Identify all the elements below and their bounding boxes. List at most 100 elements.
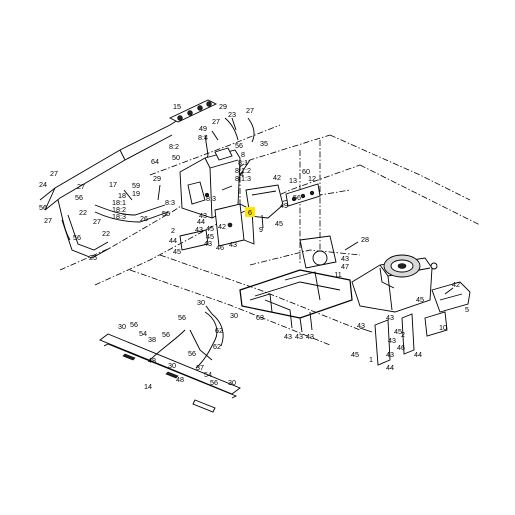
callout-27[interactable]: 27 xyxy=(93,217,101,226)
callout-29[interactable]: 29 xyxy=(153,174,161,183)
callout-18:3[interactable]: 18:3 xyxy=(112,212,126,221)
callout-43[interactable]: 43 xyxy=(204,239,212,248)
callout-47[interactable]: 47 xyxy=(341,262,349,271)
callout-29[interactable]: 29 xyxy=(219,102,227,111)
callout-54[interactable]: 54 xyxy=(204,370,212,379)
callout-8[interactable]: 8 xyxy=(241,150,245,159)
callout-44[interactable]: 44 xyxy=(169,236,177,245)
callout-15[interactable]: 15 xyxy=(173,102,181,111)
callout-56[interactable]: 56 xyxy=(39,203,47,212)
callout-56[interactable]: 56 xyxy=(73,233,81,242)
callout-42[interactable]: 42 xyxy=(218,222,226,231)
callout-30[interactable]: 30 xyxy=(197,298,205,307)
callout-14[interactable]: 14 xyxy=(144,382,152,391)
callout-30[interactable]: 30 xyxy=(230,311,238,320)
callout-56[interactable]: 56 xyxy=(162,209,170,218)
callout-56[interactable]: 56 xyxy=(178,313,186,322)
callout-62[interactable]: 62 xyxy=(213,342,221,351)
callout-30[interactable]: 30 xyxy=(118,322,126,331)
callout-43[interactable]: 43 xyxy=(388,336,396,345)
callout-26[interactable]: 26 xyxy=(140,214,148,223)
callout-56[interactable]: 56 xyxy=(188,349,196,358)
callout-45[interactable]: 45 xyxy=(206,224,214,233)
callout-17[interactable]: 17 xyxy=(109,180,117,189)
callout-43[interactable]: 43 xyxy=(284,332,292,341)
callout-8:1:2[interactable]: 8:1:2 xyxy=(235,166,251,175)
callout-9[interactable]: 9 xyxy=(259,225,263,234)
callout-56[interactable]: 56 xyxy=(210,378,218,387)
callout-35[interactable]: 35 xyxy=(260,139,268,148)
callout-22[interactable]: 22 xyxy=(102,229,110,238)
highlighted-callout-label[interactable]: 6 xyxy=(248,208,252,217)
callout-44[interactable]: 44 xyxy=(414,350,422,359)
callout-27[interactable]: 27 xyxy=(77,182,85,191)
callout-56[interactable]: 56 xyxy=(75,193,83,202)
callout-60[interactable]: 60 xyxy=(302,167,310,176)
callout-22[interactable]: 22 xyxy=(79,208,87,217)
callout-44[interactable]: 44 xyxy=(386,363,394,372)
callout-8:1[interactable]: 8:1 xyxy=(238,158,248,167)
callout-8:2[interactable]: 8:2 xyxy=(169,142,179,151)
callout-49[interactable]: 49 xyxy=(199,124,207,133)
callout-43[interactable]: 43 xyxy=(386,313,394,322)
callout-2[interactable]: 2 xyxy=(401,330,405,339)
callout-43[interactable]: 43 xyxy=(306,332,314,341)
callout-54[interactable]: 54 xyxy=(139,329,147,338)
callout-45[interactable]: 45 xyxy=(416,295,424,304)
callout-43[interactable]: 43 xyxy=(199,211,207,220)
callout-10[interactable]: 10 xyxy=(439,323,447,332)
callout-24[interactable]: 24 xyxy=(39,180,47,189)
callout-63[interactable]: 63 xyxy=(256,313,264,322)
callout-42[interactable]: 42 xyxy=(273,173,281,182)
callout-43[interactable]: 43 xyxy=(295,332,303,341)
callout-44[interactable]: 44 xyxy=(197,217,205,226)
callout-45[interactable]: 45 xyxy=(173,247,181,256)
callout-4[interactable]: 4 xyxy=(240,170,244,179)
callout-12[interactable]: 12 xyxy=(308,174,316,183)
callout-30[interactable]: 30 xyxy=(168,361,176,370)
callout-27[interactable]: 27 xyxy=(212,117,220,126)
callout-18[interactable]: 18 xyxy=(118,191,126,200)
callout-56[interactable]: 56 xyxy=(130,320,138,329)
callout-62[interactable]: 62 xyxy=(215,326,223,335)
callout-43[interactable]: 43 xyxy=(229,240,237,249)
callout-56[interactable]: 56 xyxy=(235,141,243,150)
callout-38[interactable]: 38 xyxy=(148,335,156,344)
callout-46[interactable]: 46 xyxy=(216,243,224,252)
callout-45[interactable]: 45 xyxy=(394,327,402,336)
callout-56[interactable]: 56 xyxy=(293,193,301,202)
callout-43[interactable]: 43 xyxy=(357,321,365,330)
callout-13[interactable]: 13 xyxy=(289,176,297,185)
callout-5[interactable]: 5 xyxy=(465,305,469,314)
callout-27[interactable]: 27 xyxy=(44,216,52,225)
callout-11[interactable]: 11 xyxy=(334,270,341,279)
callout-64[interactable]: 64 xyxy=(151,157,159,166)
callout-43[interactable]: 43 xyxy=(386,350,394,359)
callout-43[interactable]: 43 xyxy=(195,225,203,234)
callout-8:1:3[interactable]: 8:1:3 xyxy=(235,174,251,183)
callout-28[interactable]: 28 xyxy=(361,235,369,244)
callout-37[interactable]: 37 xyxy=(196,363,204,372)
callout-59[interactable]: 59 xyxy=(132,181,140,190)
callout-2[interactable]: 2 xyxy=(171,226,175,235)
callout-45[interactable]: 45 xyxy=(351,350,359,359)
callout-50[interactable]: 50 xyxy=(172,153,180,162)
callout-8:3[interactable]: 8:3 xyxy=(206,194,216,203)
callout-27[interactable]: 27 xyxy=(50,169,58,178)
callout-42[interactable]: 42 xyxy=(452,280,460,289)
callout-43[interactable]: 43 xyxy=(341,254,349,263)
callout-23[interactable]: 23 xyxy=(228,110,236,119)
callout-8:3[interactable]: 8:3 xyxy=(165,198,175,207)
callout-48[interactable]: 48 xyxy=(176,375,184,384)
callout-30[interactable]: 30 xyxy=(228,378,236,387)
callout-48[interactable]: 48 xyxy=(148,356,156,365)
callout-56[interactable]: 56 xyxy=(162,330,170,339)
callout-18:1[interactable]: 18:1 xyxy=(112,198,126,207)
callout-49[interactable]: 49 xyxy=(280,201,288,210)
callout-25[interactable]: 25 xyxy=(89,253,97,262)
callout-18:2[interactable]: 18:2 xyxy=(112,205,126,214)
callout-27[interactable]: 27 xyxy=(246,106,254,115)
callout-8:4[interactable]: 8:4 xyxy=(198,133,208,142)
callout-45[interactable]: 45 xyxy=(275,219,283,228)
callout-45[interactable]: 45 xyxy=(206,232,214,241)
